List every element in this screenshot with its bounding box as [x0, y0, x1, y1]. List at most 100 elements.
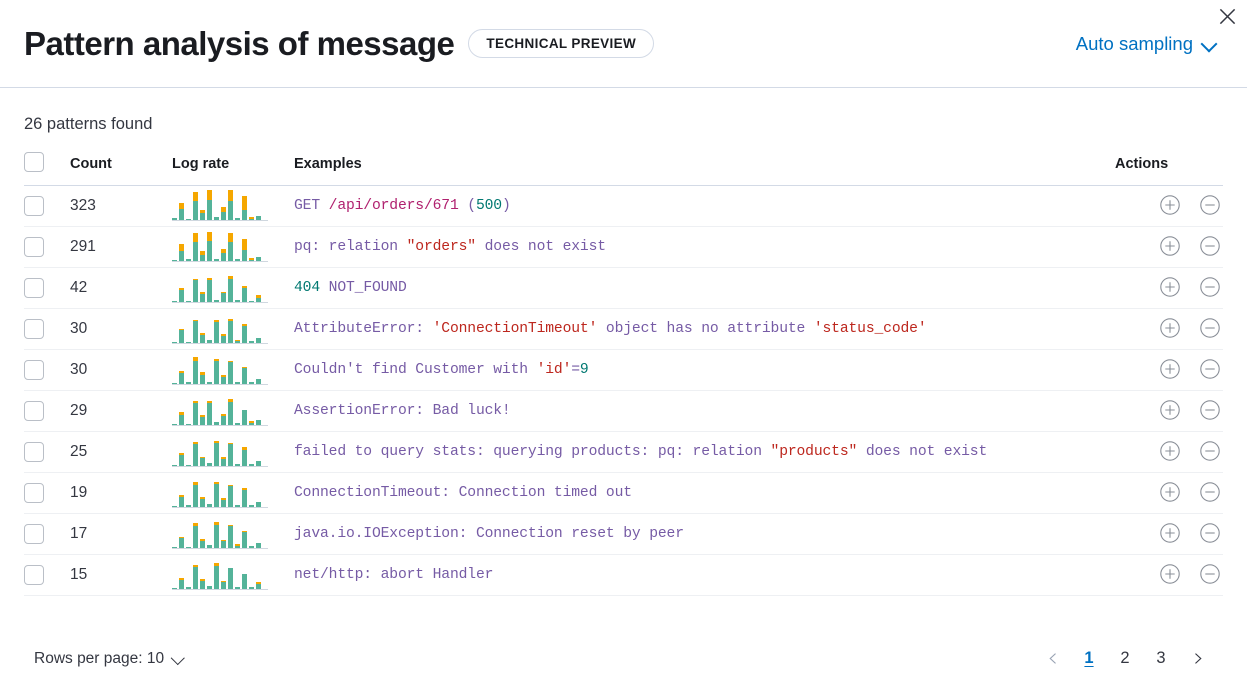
sparkline-bar	[228, 275, 233, 302]
sparkline-bar	[186, 587, 191, 589]
row-checkbox[interactable]	[24, 278, 44, 298]
page-number-1[interactable]: 1	[1084, 649, 1094, 667]
sparkline-bar	[193, 523, 198, 548]
minus-circle-icon[interactable]	[1197, 233, 1223, 259]
column-header-count[interactable]: Count	[70, 152, 172, 186]
row-checkbox[interactable]	[24, 319, 44, 339]
plus-circle-icon[interactable]	[1157, 192, 1183, 218]
minus-circle-icon[interactable]	[1197, 315, 1223, 341]
sparkline-bar	[221, 374, 226, 384]
row-checkbox[interactable]	[24, 442, 44, 462]
sparkline-bar	[256, 582, 261, 589]
page-number-2[interactable]: 2	[1120, 649, 1130, 667]
row-checkbox[interactable]	[24, 237, 44, 257]
sparkline-bar	[179, 577, 184, 589]
sparkline-bar	[207, 545, 212, 548]
plus-circle-icon[interactable]	[1157, 438, 1183, 464]
minus-circle-icon[interactable]	[1197, 192, 1223, 218]
row-checkbox[interactable]	[24, 401, 44, 421]
example-cell: 404 NOT_FOUND	[294, 267, 1115, 309]
row-checkbox[interactable]	[24, 565, 44, 585]
sparkline-bar	[179, 328, 184, 343]
example-token: 'ConnectionTimeout'	[432, 321, 598, 337]
plus-circle-icon[interactable]	[1157, 356, 1183, 382]
row-checkbox[interactable]	[24, 360, 44, 380]
page-number-3[interactable]: 3	[1156, 649, 1166, 667]
actions-cell	[1115, 185, 1223, 227]
row-checkbox[interactable]	[24, 524, 44, 544]
sparkline-bar	[186, 218, 191, 220]
row-select-cell	[24, 308, 70, 350]
minus-circle-icon[interactable]	[1197, 438, 1223, 464]
sparkline-bar	[172, 505, 177, 507]
rows-per-page-selector[interactable]: Rows per page: 10	[24, 650, 185, 668]
sparkline-bar	[179, 287, 184, 302]
example-cell: Couldn't find Customer with 'id'=9	[294, 349, 1115, 391]
auto-sampling-dropdown[interactable]: Auto sampling	[1076, 33, 1223, 55]
plus-circle-icon[interactable]	[1157, 315, 1183, 341]
column-header-log-rate[interactable]: Log rate	[172, 152, 294, 186]
chevron-left-icon[interactable]	[1039, 645, 1067, 673]
example-token: Couldn't find Customer with	[294, 362, 537, 378]
close-icon[interactable]	[1213, 2, 1241, 30]
row-checkbox[interactable]	[24, 483, 44, 503]
actions-cell	[1115, 390, 1223, 432]
example-cell: net/http: abort Handler	[294, 554, 1115, 596]
example-cell: ConnectionTimeout: Connection timed out	[294, 472, 1115, 514]
plus-circle-icon[interactable]	[1157, 233, 1183, 259]
sparkline-bar	[228, 568, 233, 589]
sparkline-bar	[172, 300, 177, 302]
plus-circle-icon[interactable]	[1157, 520, 1183, 546]
sparkline-bar	[256, 378, 261, 384]
minus-circle-icon[interactable]	[1197, 274, 1223, 300]
column-header-examples[interactable]: Examples	[294, 152, 1115, 186]
minus-circle-icon[interactable]	[1197, 397, 1223, 423]
flyout-header: Pattern analysis of message TECHNICAL PR…	[0, 0, 1247, 88]
sparkline-bar	[172, 464, 177, 466]
chevron-right-icon[interactable]	[1183, 645, 1211, 673]
plus-circle-icon[interactable]	[1157, 274, 1183, 300]
patterns-found-count: 26 patterns found	[24, 115, 153, 133]
sparkline-bar	[193, 278, 198, 302]
count-cell: 323	[70, 185, 172, 227]
sparkline-bar	[179, 411, 184, 425]
actions-cell	[1115, 554, 1223, 596]
minus-circle-icon[interactable]	[1197, 561, 1223, 587]
select-all-checkbox[interactable]	[24, 152, 44, 172]
sparkline-bar	[179, 453, 184, 466]
plus-circle-icon[interactable]	[1157, 479, 1183, 505]
plus-circle-icon[interactable]	[1157, 397, 1183, 423]
minus-circle-icon[interactable]	[1197, 356, 1223, 382]
sparkline-bar	[256, 460, 261, 466]
row-checkbox[interactable]	[24, 196, 44, 216]
minus-circle-icon[interactable]	[1197, 520, 1223, 546]
log-rate-sparkline	[172, 519, 268, 549]
log-rate-cell	[172, 185, 294, 227]
sparkline-bar	[221, 249, 226, 261]
count-cell: 291	[70, 226, 172, 268]
sparkline-bar	[200, 209, 205, 220]
log-rate-sparkline	[172, 232, 268, 262]
sparkline-bar	[214, 258, 219, 261]
sparkline-bar	[186, 259, 191, 261]
log-rate-sparkline	[172, 478, 268, 508]
sparkline-bar	[221, 334, 226, 343]
sparkline-bar	[242, 447, 247, 466]
title-group: Pattern analysis of message TECHNICAL PR…	[24, 27, 655, 60]
plus-circle-icon[interactable]	[1157, 561, 1183, 587]
sparkline-bar	[207, 401, 212, 425]
example-token: "orders"	[406, 239, 476, 255]
sparkline-bar	[186, 505, 191, 507]
example-token: does not exist	[475, 239, 606, 255]
minus-circle-icon[interactable]	[1197, 479, 1223, 505]
